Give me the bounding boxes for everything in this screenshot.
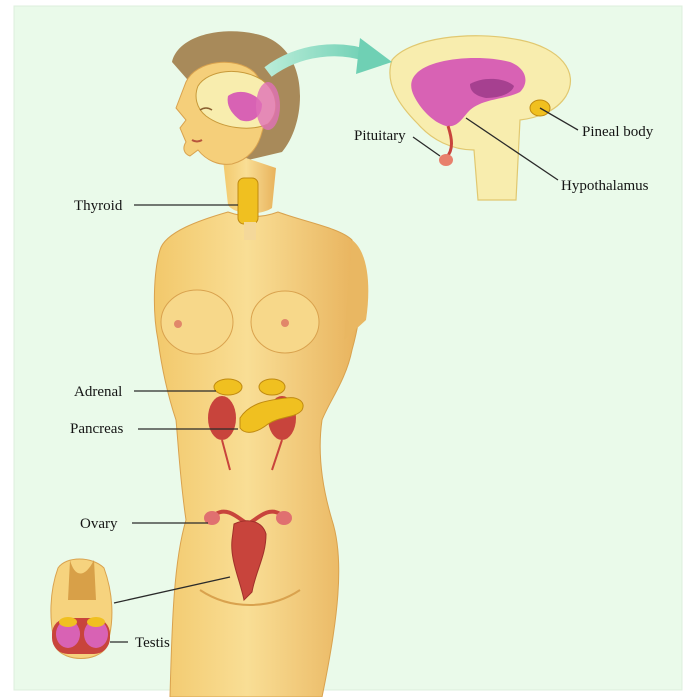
testis-inset: [51, 559, 112, 659]
trachea: [244, 222, 256, 240]
label-hypothalamus: Hypothalamus: [561, 178, 649, 194]
label-ovary: Ovary: [80, 516, 118, 532]
adrenal-gland-left: [214, 379, 242, 395]
epididymis: [59, 617, 77, 627]
label-testis: Testis: [135, 635, 170, 651]
ovary-right: [276, 511, 292, 525]
kidney-left: [208, 396, 236, 440]
thyroid-gland: [238, 178, 258, 224]
nipple: [281, 319, 289, 327]
left-breast: [161, 290, 233, 354]
label-pineal-body: Pineal body: [582, 124, 654, 140]
label-pancreas: Pancreas: [70, 421, 123, 437]
nipple: [174, 320, 182, 328]
label-pituitary: Pituitary: [354, 128, 406, 144]
adrenal-gland-right: [259, 379, 285, 395]
pituitary-gland-shape: [439, 154, 453, 166]
epididymis: [87, 617, 105, 627]
label-adrenal: Adrenal: [74, 384, 122, 400]
label-thyroid: Thyroid: [74, 198, 123, 214]
head-brain-lobe: [256, 82, 280, 130]
